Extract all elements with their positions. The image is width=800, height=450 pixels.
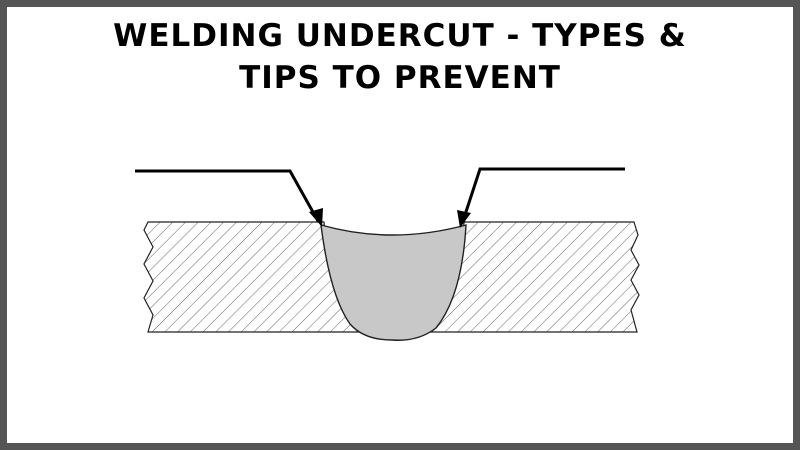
- weld-bead: [320, 224, 467, 341]
- title-line-1: WELDING UNDERCUT - TYPES &: [113, 18, 687, 54]
- leader-line-left: [135, 169, 320, 222]
- page-title: WELDING UNDERCUT - TYPES & TIPS TO PREVE…: [7, 15, 793, 99]
- weld-undercut-diagram: [135, 167, 640, 341]
- arrowhead-right: [457, 210, 471, 228]
- title-line-2: TIPS TO PREVENT: [239, 60, 561, 96]
- leader-line-right: [461, 167, 625, 222]
- arrowhead-left: [309, 208, 323, 227]
